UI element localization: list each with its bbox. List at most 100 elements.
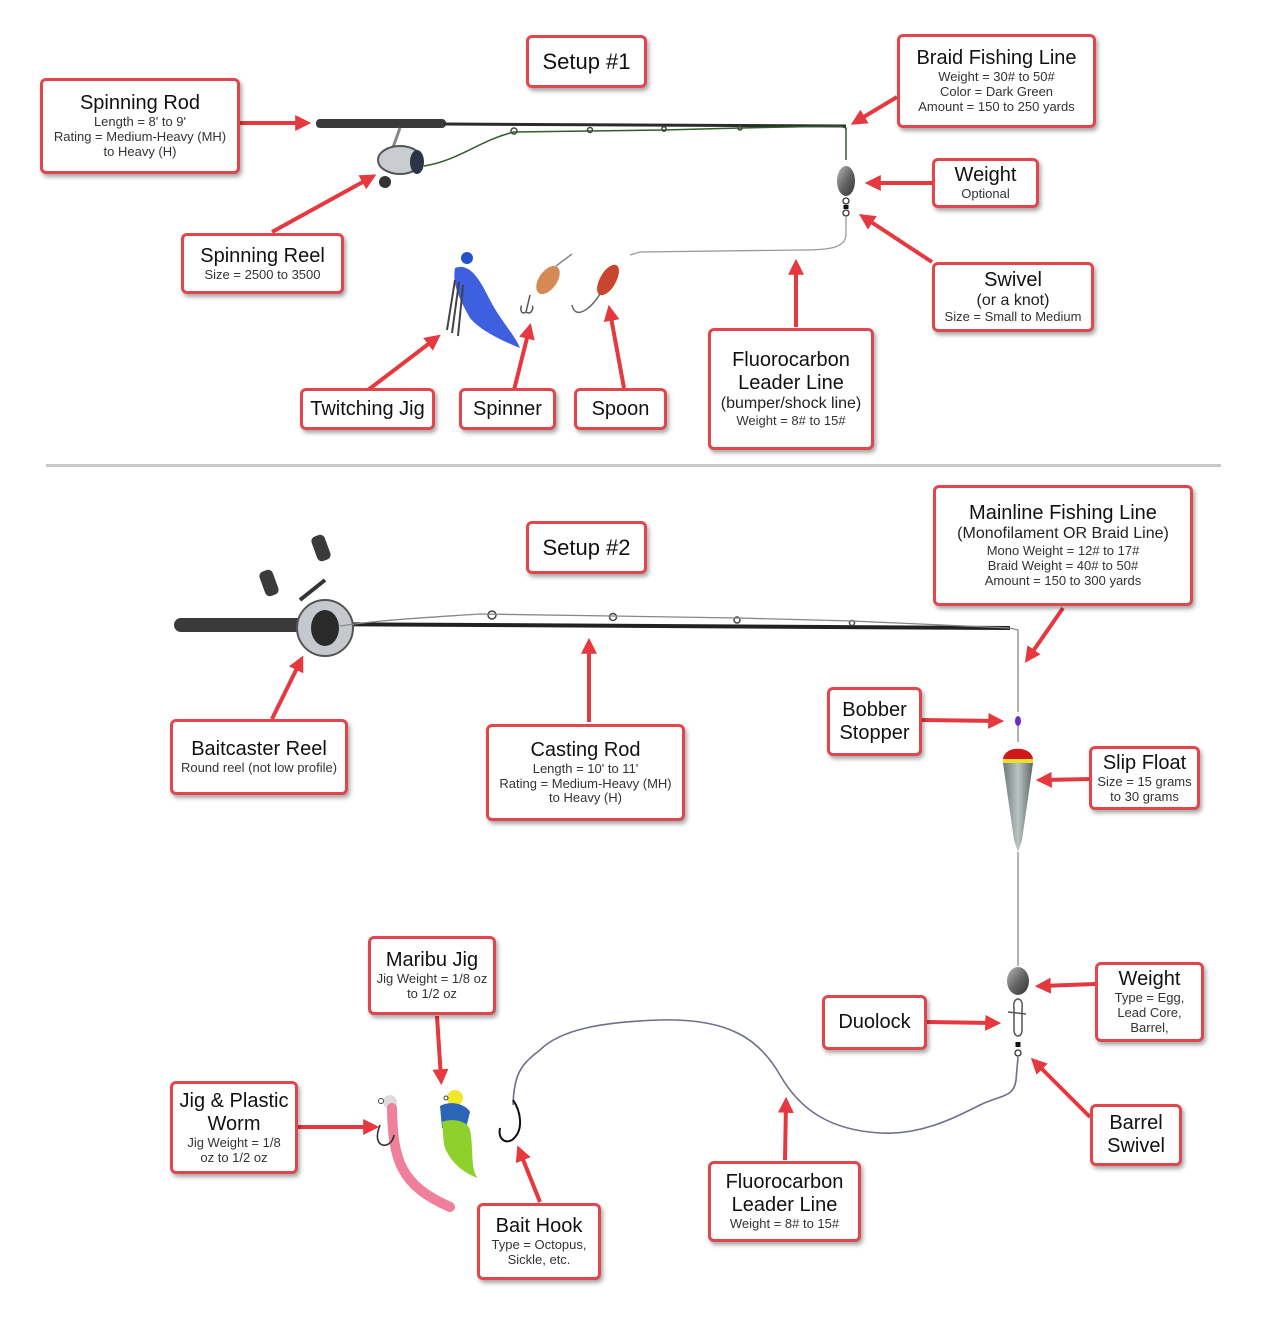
callout-spoon: Spoon: [574, 388, 667, 430]
braid-line-line: Amount = 150 to 250 yards: [918, 98, 1075, 114]
casting-rod-line: Rating = Medium-Heavy (MH): [499, 775, 672, 791]
spinning-rod-line: to Heavy (H): [103, 143, 177, 159]
bobber-stopper-bead: [1015, 716, 1021, 726]
mainline: [339, 613, 1019, 712]
leader-1-subtitle: (bumper/shock line): [720, 395, 862, 413]
jig-worm-image: [376, 1095, 455, 1212]
jig-worm-title: Worm: [207, 1112, 261, 1135]
swivel-line: Size = Small to Medium: [944, 309, 1082, 325]
leader-1-title: Leader Line: [738, 372, 844, 395]
spoon-image: [571, 264, 619, 314]
swivel-subtitle: (or a knot): [976, 291, 1050, 309]
weight-2-line: Barrel,: [1130, 1019, 1169, 1035]
callout-barrel-swivel: Barrel Swivel: [1090, 1104, 1182, 1166]
twitching-jig-image: [446, 252, 520, 348]
braid-line-line: Color = Dark Green: [939, 84, 1054, 100]
bobber-stopper-title: Stopper: [839, 721, 910, 744]
callout-jig-worm: Jig & Plastic Worm Jig Weight = 1/8 oz t…: [170, 1081, 298, 1174]
bait-hook-title: Bait Hook: [495, 1215, 583, 1238]
weight-2-line: Lead Core,: [1117, 1005, 1182, 1021]
spinner-image: [520, 253, 573, 314]
spoon-title: Spoon: [591, 397, 650, 420]
weight-1-title: Weight: [954, 164, 1017, 187]
baitcaster-reel-line: Round reel (not low profile): [180, 760, 338, 776]
casting-rod-line: Length = 10' to 11': [532, 760, 639, 776]
maribu-jig-line: to 1/2 oz: [407, 986, 457, 1001]
spinning-rod-title: Spinning Rod: [79, 92, 201, 115]
section-divider: [46, 464, 1221, 467]
egg-sinker-2: [1007, 967, 1029, 995]
setup2-title-text: Setup #2: [542, 534, 631, 560]
mainline-line: Amount = 150 to 300 yards: [984, 572, 1142, 588]
braid-line-line: Weight = 30# to 50#: [938, 69, 1055, 85]
mainline-line: Braid Weight = 40# to 50#: [987, 557, 1139, 573]
casting-rod: [174, 610, 1011, 632]
setup1-title-text: Setup #1: [542, 48, 631, 74]
callout-mainline: Mainline Fishing Line (Monofilament OR B…: [933, 485, 1193, 606]
bait-hook-image: [498, 1099, 521, 1143]
duolock-snap: [1007, 998, 1027, 1037]
leader-2-title: Leader Line: [731, 1194, 838, 1217]
swivel-1: [842, 197, 850, 217]
callout-spinning-rod: Spinning Rod Length = 8' to 9' Rating = …: [40, 78, 240, 174]
slip-float-image: [1003, 748, 1033, 852]
callout-twitching-jig: Twitching Jig: [300, 388, 435, 430]
callout-leader-1: Fluorocarbon Leader Line (bumper/shock l…: [708, 328, 874, 450]
slip-float-line: to 30 grams: [1110, 788, 1179, 804]
baitcaster-reel-image: [259, 534, 354, 657]
setup2-arrows: [270, 606, 1096, 1203]
spinning-reel-title: Spinning Reel: [200, 244, 325, 267]
braid-line-title: Braid Fishing Line: [916, 47, 1077, 70]
callout-maribu-jig: Maribu Jig Jig Weight = 1/8 oz to 1/2 oz: [368, 936, 496, 1015]
maribu-jig-line: Jig Weight = 1/8 oz: [376, 971, 488, 987]
mainline-title: Mainline Fishing Line: [969, 502, 1157, 525]
slip-float-title: Slip Float: [1102, 751, 1187, 774]
callout-spinner: Spinner: [459, 388, 556, 430]
callout-spinning-reel: Spinning Reel Size = 2500 to 3500: [181, 233, 344, 294]
casting-rod-title: Casting Rod: [530, 738, 641, 761]
callout-baitcaster-reel: Baitcaster Reel Round reel (not low prof…: [170, 719, 348, 795]
bobber-stopper-title: Bobber: [842, 698, 907, 721]
leader-1-line: Weight = 8# to 15#: [736, 412, 846, 428]
jig-worm-title: Jig & Plastic: [179, 1089, 289, 1112]
callout-weight-1: Weight Optional: [932, 158, 1039, 208]
leader-line-2: [512, 1019, 1019, 1134]
egg-sinker-1: [837, 166, 855, 196]
braid-line: [423, 125, 847, 167]
slip-float-line: Size = 15 grams: [1097, 773, 1192, 789]
barrel-swivel-image: [1015, 1042, 1021, 1047]
callout-casting-rod: Casting Rod Length = 10' to 11' Rating =…: [486, 724, 685, 821]
spinning-reel-line: Size = 2500 to 3500: [204, 266, 321, 282]
leader-2-line: Weight = 8# to 15#: [729, 1216, 840, 1232]
spinning-reel-image: [377, 127, 424, 188]
mainline-subtitle: (Monofilament OR Braid Line): [957, 525, 1169, 543]
casting-rod-line: to Heavy (H): [549, 790, 622, 806]
barrel-swivel-title: Swivel: [1107, 1135, 1165, 1157]
barrel-swivel-title: Barrel: [1109, 1112, 1163, 1134]
weight-2-line: Type = Egg,: [1114, 990, 1185, 1006]
setup1-title: Setup #1: [526, 35, 647, 88]
setup2-title: Setup #2: [526, 521, 647, 574]
callout-bait-hook: Bait Hook Type = Octopus, Sickle, etc.: [477, 1203, 601, 1280]
callout-swivel: Swivel (or a knot) Size = Small to Mediu…: [932, 262, 1094, 332]
callout-braid-line: Braid Fishing Line Weight = 30# to 50# C…: [897, 34, 1096, 128]
leader-line-1: [629, 216, 847, 256]
leader-1-title: Fluorocarbon: [732, 349, 850, 372]
jig-worm-line: Jig Weight = 1/8: [187, 1134, 281, 1150]
jig-worm-line: oz to 1/2 oz: [200, 1149, 268, 1165]
leader-2-title: Fluorocarbon: [725, 1171, 844, 1194]
baitcaster-reel-title: Baitcaster Reel: [191, 738, 327, 761]
spinning-rod: [316, 119, 847, 135]
spinning-rod-line: Rating = Medium-Heavy (MH): [53, 129, 227, 145]
mainline-line: Mono Weight = 12# to 17#: [986, 542, 1140, 558]
weight-1-line: Optional: [961, 186, 1010, 202]
duolock-title: Duolock: [838, 1011, 911, 1033]
callout-duolock: Duolock: [822, 995, 927, 1050]
bait-hook-line: Type = Octopus,: [491, 1237, 587, 1253]
bait-hook-line: Sickle, etc.: [507, 1252, 571, 1267]
callout-bobber-stopper: Bobber Stopper: [827, 687, 922, 756]
callout-leader-2: Fluorocarbon Leader Line Weight = 8# to …: [708, 1161, 861, 1242]
callout-weight-2: Weight Type = Egg, Lead Core, Barrel,: [1095, 962, 1204, 1042]
setup1-arrows: [240, 95, 934, 392]
